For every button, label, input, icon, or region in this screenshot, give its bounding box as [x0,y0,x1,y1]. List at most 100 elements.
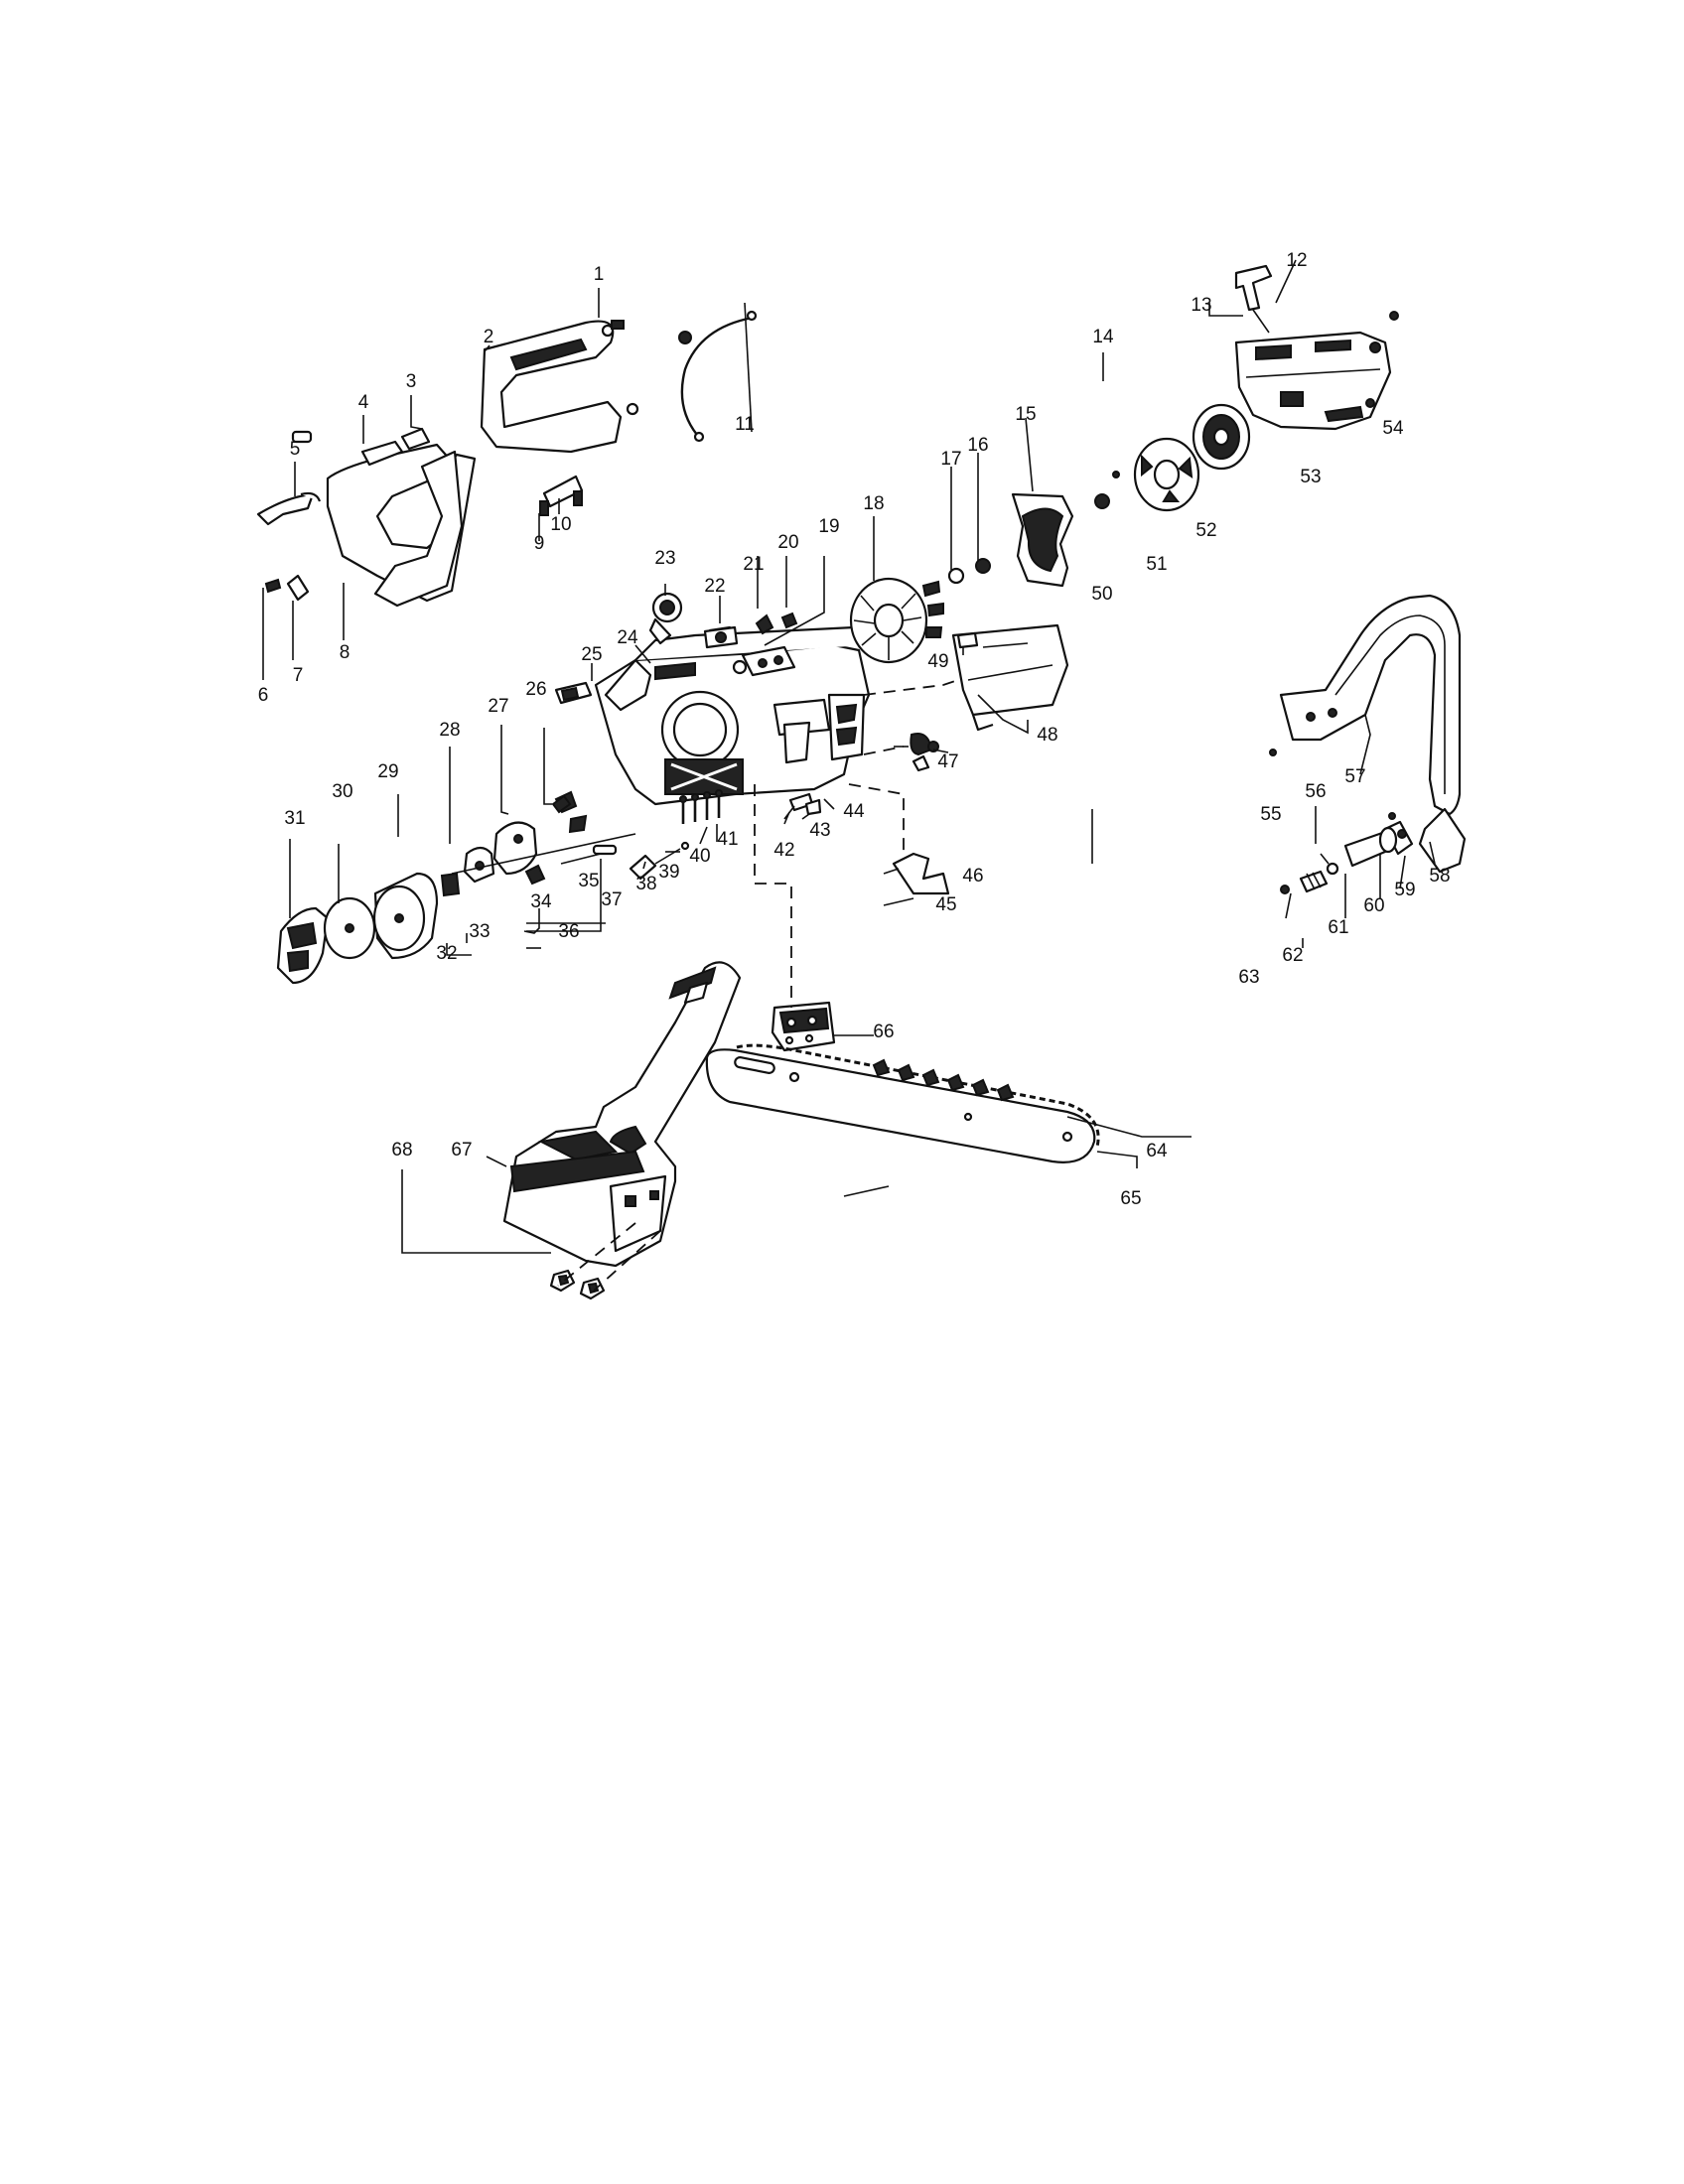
small-screws-left [264,320,625,602]
callout-37: 37 [601,889,622,910]
motor-cover-part [951,623,1069,732]
callout-27: 27 [488,696,508,717]
callout-14: 14 [1092,327,1114,347]
rear-handle-part [480,320,639,454]
clutch-cover-part [372,872,439,960]
callout-33: 33 [469,921,490,942]
callout-59: 59 [1394,880,1415,900]
saw-chain-part [736,1043,1100,1148]
front-handle-part [1279,594,1462,816]
callout-55: 55 [1260,804,1281,825]
assembly-dashed-lines [557,679,959,1292]
callout-4: 4 [358,392,369,413]
callout-46: 46 [962,866,983,887]
starter-small-parts [1094,311,1399,509]
oil-pump-parts [883,733,950,906]
starter-pulley-part [1133,437,1200,512]
callout-21: 21 [743,554,764,575]
guide-bar-part [705,1048,1096,1163]
callout-20: 20 [777,532,798,553]
callout-45: 45 [935,894,956,915]
callout-8: 8 [340,642,351,663]
callout-51: 51 [1146,554,1167,575]
chain-guide-plate-part [771,1001,836,1052]
callout-68: 68 [391,1140,412,1160]
callout-17: 17 [940,449,961,470]
callout-7: 7 [293,665,304,686]
callout-19: 19 [818,516,839,537]
callout-26: 26 [525,679,546,700]
callout-65: 65 [1120,1188,1141,1209]
callout-6: 6 [258,685,269,706]
callout-1: 1 [594,264,605,285]
trigger-parts [256,427,431,526]
callout-25: 25 [581,644,602,665]
hand-guard-part [326,443,477,608]
callout-48: 48 [1037,725,1057,746]
callout-32: 32 [436,943,457,964]
bar-cover-part [502,961,742,1268]
callout-18: 18 [863,493,884,514]
cable-part [678,310,758,443]
callout-54: 54 [1382,418,1404,439]
fan-part [849,577,944,664]
callout-50: 50 [1091,584,1112,605]
callout-23: 23 [654,548,675,569]
callout-64: 64 [1146,1141,1168,1161]
callout-57: 57 [1344,766,1365,787]
callout-38: 38 [635,874,656,894]
callout-3: 3 [406,371,417,392]
callout-5: 5 [290,439,301,460]
clutch-drum-part [276,906,330,985]
bar-nuts-part [549,1269,606,1300]
callout-49: 49 [927,651,948,672]
callout-66: 66 [873,1022,894,1042]
switch-parts [648,592,798,649]
callout-53: 53 [1300,467,1321,487]
clutch-hub-parts [440,790,636,897]
callout-42: 42 [773,840,794,861]
callout-12: 12 [1286,250,1307,271]
callout-16: 16 [967,435,988,456]
callout-60: 60 [1363,895,1384,916]
callout-15: 15 [1015,404,1036,425]
callout-41: 41 [717,829,738,850]
callout-9: 9 [534,533,545,554]
callout-11: 11 [735,414,755,435]
callout-43: 43 [809,820,830,841]
callout-31: 31 [284,808,305,829]
callout-40: 40 [689,846,710,867]
callout-52: 52 [1195,520,1216,541]
callout-44: 44 [843,801,865,822]
callout-10: 10 [550,514,571,535]
callout-47: 47 [937,751,958,772]
starter-housing-part [1234,331,1392,431]
callout-62: 62 [1282,945,1303,966]
callout-67: 67 [451,1140,472,1160]
callout-13: 13 [1191,295,1211,316]
callout-58: 58 [1429,866,1450,887]
callout-2: 2 [484,327,494,347]
callout-30: 30 [332,781,352,802]
clutch-shoe-part [323,896,376,960]
callout-36: 36 [558,921,579,942]
motor-housing-part [594,625,871,806]
callout-22: 22 [704,576,725,597]
housing-screws [679,789,795,824]
callout-labels: 1 2 3 4 5 6 7 8 9 10 11 12 13 14 15 16 1… [258,250,1451,1209]
callout-63: 63 [1238,967,1259,988]
callout-56: 56 [1305,781,1326,802]
callout-35: 35 [578,871,599,891]
callout-34: 34 [530,891,552,912]
callout-39: 39 [658,862,679,883]
bearing-parts [947,558,991,585]
baffle-part [1011,492,1074,588]
starter-handle-part [1234,264,1273,334]
leader-lines [262,259,1436,1254]
callout-29: 29 [377,761,398,782]
callout-28: 28 [439,720,460,741]
recoil-spring-part [1192,403,1251,471]
handle-bracket-part [1269,749,1467,894]
callout-24: 24 [617,627,638,648]
